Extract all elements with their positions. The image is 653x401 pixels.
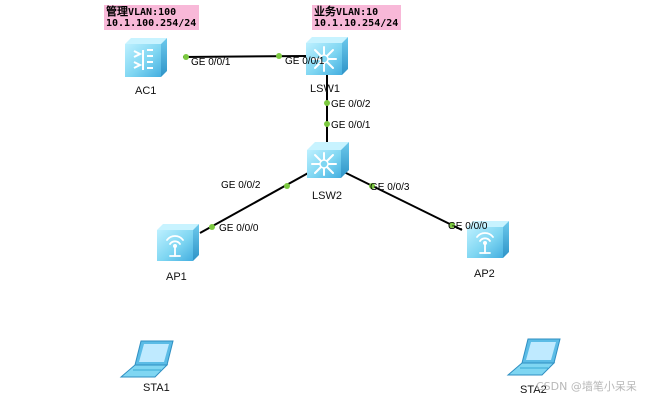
device-label-ap2: AP2: [474, 268, 495, 280]
port-dot-lsw2-ap2: [369, 183, 375, 189]
device-label-ac1: AC1: [135, 85, 157, 97]
port-dot-lsw2-lsw1: [324, 121, 330, 127]
port-label-lsw1-lsw2: GE 0/0/2: [331, 99, 371, 110]
laptop-icon[interactable]: [119, 340, 174, 378]
switch-icon[interactable]: [306, 37, 348, 75]
port-label-lsw2-ap2: GE 0/0/3: [370, 182, 410, 193]
note-management-vlan-id: VLAN:100: [128, 7, 177, 18]
link-ac1-lsw1[interactable]: [182, 55, 307, 58]
port-label-ac1-lsw1: GE 0/0/1: [191, 57, 231, 68]
links: [182, 55, 463, 234]
access-point-icon[interactable]: [467, 221, 509, 258]
port-dot-ap1: [209, 224, 215, 230]
port-dot-ac1: [183, 54, 189, 60]
port-dots: [183, 53, 455, 230]
port-label-lsw2-ap1: GE 0/0/2: [221, 180, 261, 191]
port-label-ap1-lsw2: GE 0/0/0: [219, 223, 259, 234]
device-label-ap1: AP1: [166, 271, 187, 283]
port-label-ap2-lsw2: GE 0/0/0: [448, 221, 488, 232]
note-management-ip: 10.1.100.254/24: [106, 18, 197, 29]
link-lsw2-ap1[interactable]: [199, 171, 311, 234]
watermark: CSDN @墙笔小呆呆: [536, 380, 637, 393]
note-management-name: 管理: [106, 5, 128, 18]
port-label-lsw1-ac1: GE 0/0/1: [285, 56, 325, 67]
note-business-name: 业务: [314, 5, 336, 18]
note-business-vlan: 业务VLAN:10 10.1.10.254/24: [312, 5, 402, 30]
laptop-icon[interactable]: [506, 338, 561, 376]
device-label-lsw1: LSW1: [310, 83, 340, 95]
port-dot-ap2: [449, 222, 455, 228]
access-point-icon[interactable]: [157, 224, 199, 261]
port-dot-lsw2-ap1: [284, 183, 290, 189]
note-business-ip: 10.1.10.254/24: [314, 18, 399, 29]
ac-controller-icon[interactable]: [125, 38, 167, 77]
device-label-sta2: STA2: [520, 384, 547, 396]
switch-icon[interactable]: [307, 142, 349, 178]
device-label-lsw2: LSW2: [312, 190, 342, 202]
note-business-vlan-id: VLAN:10: [336, 7, 379, 18]
port-label-lsw2-lsw1: GE 0/0/1: [331, 120, 371, 131]
device-label-sta1: STA1: [143, 382, 170, 394]
port-dot-lsw1-lsw2: [324, 100, 330, 106]
port-dot-lsw1-ac1: [276, 53, 282, 59]
link-lsw2-ap2[interactable]: [343, 171, 463, 231]
note-management-vlan: 管理VLAN:100 10.1.100.254/24: [104, 5, 200, 30]
